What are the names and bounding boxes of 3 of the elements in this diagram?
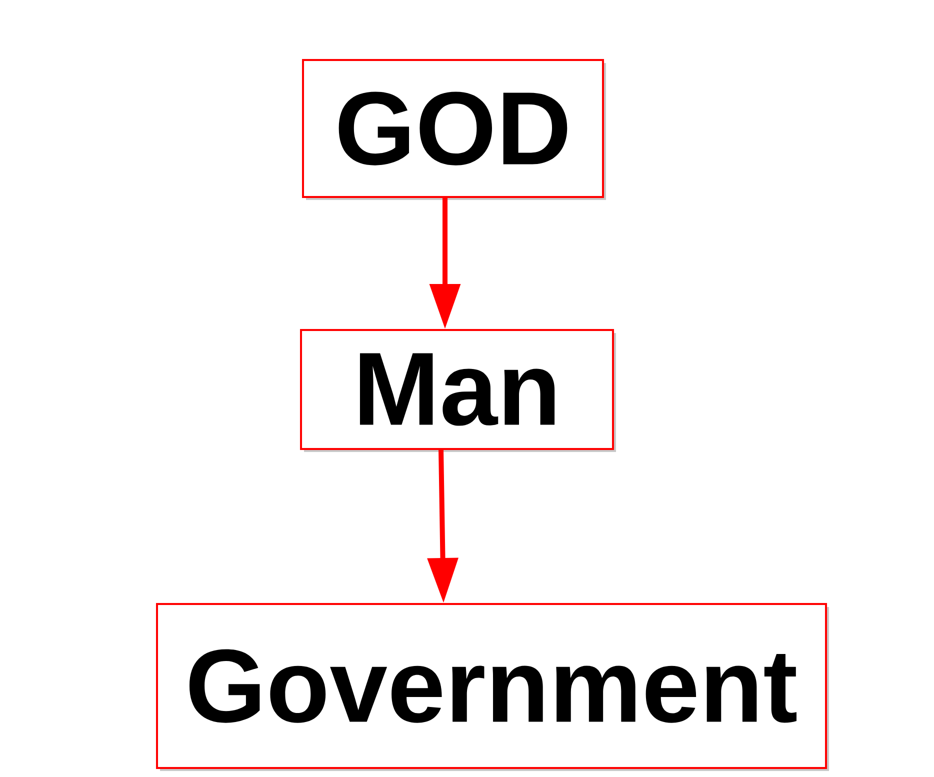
text-box: GOD	[302, 59, 606, 200]
text-box: Man	[300, 329, 616, 452]
text-box: Government	[156, 603, 829, 771]
